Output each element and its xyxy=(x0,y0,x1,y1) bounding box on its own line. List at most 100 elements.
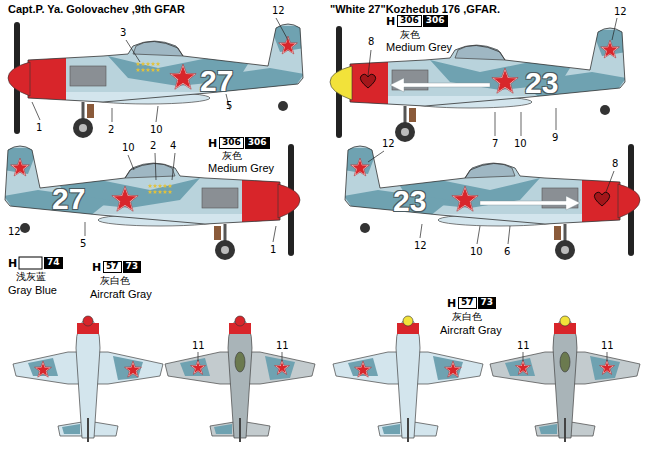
callout-number: 5 xyxy=(80,238,86,249)
camouflage xyxy=(180,358,210,376)
star-border xyxy=(492,68,518,93)
fuselage xyxy=(5,146,280,224)
victory-star xyxy=(141,62,146,66)
tail-wheel xyxy=(600,105,610,115)
red-star xyxy=(352,160,367,175)
paint-code: 57 xyxy=(458,297,477,309)
star-border xyxy=(601,40,620,58)
spinner xyxy=(560,316,570,326)
leader-line xyxy=(126,40,140,62)
paint-code: 57 xyxy=(103,261,122,273)
fin xyxy=(564,418,566,442)
red-star xyxy=(276,362,287,373)
star-border xyxy=(600,360,615,374)
color-name: 灰白色 xyxy=(100,275,130,286)
red-star xyxy=(517,362,528,373)
fin xyxy=(239,418,241,442)
gear-door xyxy=(409,108,416,122)
leader-line xyxy=(155,153,156,180)
callout-number: 9 xyxy=(552,132,558,143)
victory-star xyxy=(158,190,163,194)
star-border xyxy=(445,361,462,377)
star-border xyxy=(355,361,372,377)
fin xyxy=(407,418,409,442)
top-view xyxy=(490,316,640,442)
spinner xyxy=(278,184,300,218)
color-name: Gray Blue xyxy=(8,284,57,296)
red-star xyxy=(114,188,137,210)
star-border xyxy=(11,158,30,176)
red-star xyxy=(280,38,295,53)
leader-line xyxy=(477,226,480,244)
victory-star xyxy=(153,190,158,194)
paint-code: 306 xyxy=(245,137,270,149)
callout-number: 8 xyxy=(612,158,618,169)
victory-star xyxy=(148,190,153,194)
tail-wheel xyxy=(20,223,30,233)
red-star xyxy=(454,188,477,210)
leader-line xyxy=(508,226,510,244)
callout-number: 2 xyxy=(150,140,156,151)
paint-code: 74 xyxy=(44,257,63,269)
paint-brand: H xyxy=(386,16,395,28)
leader-line xyxy=(556,108,557,130)
color-name: 灰色 xyxy=(222,150,242,161)
victory-star xyxy=(156,62,161,66)
red-star xyxy=(192,362,203,373)
callout-number: 11 xyxy=(276,340,289,351)
callout-number: 7 xyxy=(492,138,498,149)
spinner xyxy=(403,316,413,326)
spinner xyxy=(618,184,640,218)
paint-code: 73 xyxy=(123,261,142,273)
callout-number: 2 xyxy=(108,124,114,135)
paint-brand: H xyxy=(447,298,456,310)
wheel-hub xyxy=(79,124,87,132)
callout-number: 5 xyxy=(226,100,232,111)
paint-code: 306 xyxy=(397,15,422,27)
side-profile xyxy=(0,144,300,260)
wheel xyxy=(215,240,235,260)
side-profile xyxy=(330,26,630,142)
leader-line xyxy=(128,155,134,170)
spinner xyxy=(235,316,245,326)
leader-line xyxy=(420,224,422,238)
star-border xyxy=(516,360,531,374)
victory-star xyxy=(156,68,161,72)
fin xyxy=(87,418,89,442)
leader-line xyxy=(198,352,199,361)
leader-line xyxy=(85,222,86,236)
callout-number: 11 xyxy=(601,340,614,351)
leader-line xyxy=(273,226,276,242)
cockpit xyxy=(235,352,245,372)
victory-star xyxy=(163,184,168,188)
red-star xyxy=(36,363,49,376)
callout-number: 10 xyxy=(514,138,527,149)
star-border xyxy=(279,36,298,54)
paint-code: 306 xyxy=(423,15,448,27)
aircraft-number: 27 xyxy=(52,182,85,215)
callout-number: 12 xyxy=(272,5,285,16)
fuselage-outline xyxy=(350,28,625,106)
camouflage xyxy=(113,356,143,380)
leader-line xyxy=(368,50,371,76)
star-border xyxy=(125,361,142,377)
wheel-hub xyxy=(561,246,569,254)
leader-line xyxy=(282,352,283,361)
red-star xyxy=(494,70,517,92)
victory-star xyxy=(151,68,156,72)
white-arrow xyxy=(390,78,490,92)
callout-number: 8 xyxy=(368,36,374,47)
paint-brand: H xyxy=(208,138,217,150)
victory-star xyxy=(168,190,173,194)
wheel-hub xyxy=(401,128,409,136)
victory-star xyxy=(158,184,163,188)
star-border xyxy=(112,186,138,211)
red-star xyxy=(601,362,612,373)
callout-number: 11 xyxy=(517,340,530,351)
leader-line xyxy=(523,352,524,361)
camouflage xyxy=(590,356,620,380)
victory-star xyxy=(136,68,141,72)
leader-line xyxy=(606,171,614,192)
leader-line xyxy=(495,112,496,136)
spinner xyxy=(330,66,352,100)
